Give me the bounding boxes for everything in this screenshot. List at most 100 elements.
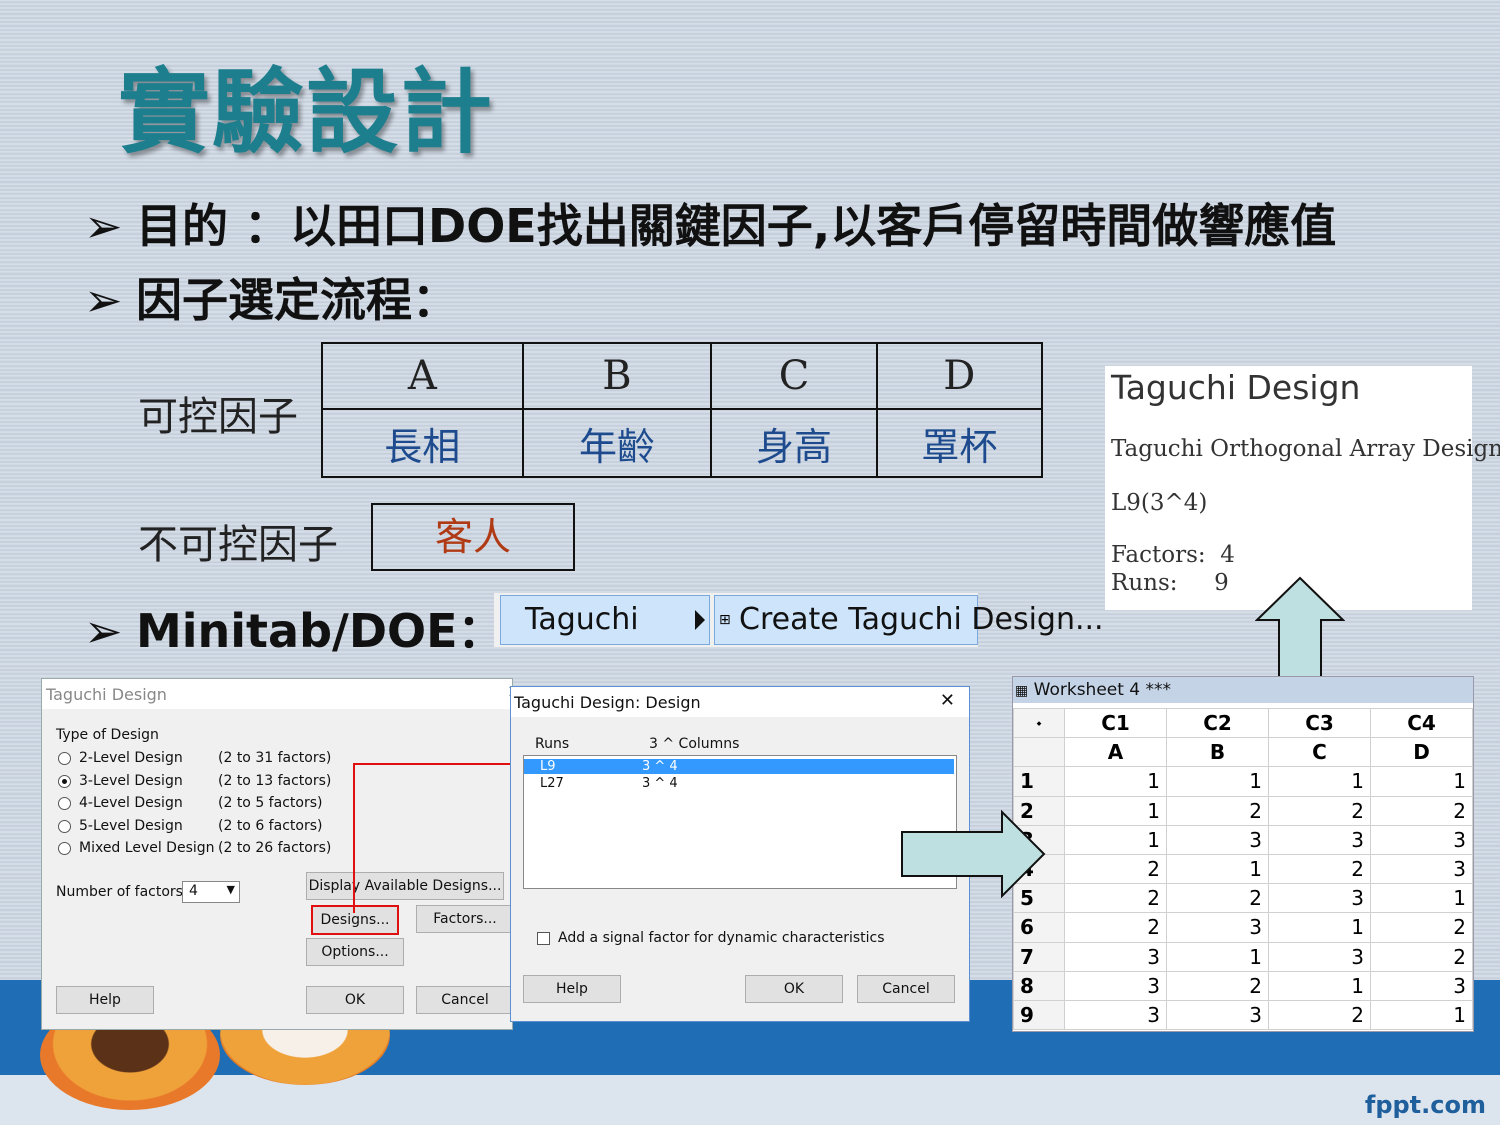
footer-brand: fppt.com: [1364, 1091, 1486, 1119]
output-runs: Runs: 9: [1111, 570, 1229, 596]
controllable-label: 可控因子: [138, 394, 298, 440]
bullet-arrow-icon: ➢: [84, 273, 123, 327]
options-button[interactable]: Options...: [306, 938, 404, 966]
data-cell[interactable]: 1: [1370, 999, 1473, 1031]
radio-icon: [58, 819, 71, 833]
ok-button[interactable]: OK: [745, 975, 843, 1003]
factor-name: 長相: [321, 408, 524, 478]
data-cell[interactable]: 2: [1166, 795, 1269, 826]
radio-icon: [58, 841, 71, 855]
factor-header: D: [875, 342, 1044, 410]
worksheet-window: ▦ Worksheet 4 *** ⬩ C1 C2 C3 C4 A B C D …: [1012, 676, 1474, 1032]
data-cell[interactable]: 2: [1268, 795, 1371, 826]
data-cell[interactable]: 1: [1064, 795, 1167, 826]
menu-item-create-taguchi-design[interactable]: ⊞ Create Taguchi Design...: [714, 595, 1104, 645]
data-cell[interactable]: 2: [1166, 883, 1269, 914]
column-name[interactable]: B: [1166, 737, 1269, 768]
help-button[interactable]: Help: [523, 975, 621, 1003]
data-cell[interactable]: 2: [1268, 853, 1371, 885]
row-number[interactable]: 6: [1013, 912, 1065, 943]
data-cell[interactable]: 2: [1064, 853, 1167, 885]
data-cell[interactable]: 2: [1268, 999, 1371, 1031]
radio-4-level[interactable]: 4-Level Design: [58, 795, 183, 811]
data-cell[interactable]: 3: [1268, 824, 1371, 855]
data-cell[interactable]: 3: [1370, 853, 1473, 885]
data-cell[interactable]: 3: [1166, 824, 1269, 855]
output-heading: Taguchi Design: [1111, 368, 1361, 407]
row-number[interactable]: 7: [1013, 941, 1065, 972]
data-cell[interactable]: 3: [1064, 941, 1167, 972]
design-row-l9[interactable]: L9 3 ^ 4: [524, 759, 954, 774]
design-icon: ⊞: [719, 612, 731, 628]
ok-button[interactable]: OK: [306, 986, 404, 1014]
signal-factor-checkbox[interactable]: Add a signal factor for dynamic characte…: [537, 930, 885, 946]
table-row: 42123: [1013, 853, 1473, 885]
bullet-factor-flow: ➢因子選定流程：: [84, 264, 458, 330]
checkbox-icon: [537, 931, 550, 945]
data-cell[interactable]: 3: [1268, 941, 1371, 972]
row-number[interactable]: 8: [1013, 970, 1065, 1001]
data-cell[interactable]: 2: [1166, 970, 1269, 1001]
radio-label: 2-Level Design: [79, 750, 183, 766]
data-cell[interactable]: 2: [1370, 795, 1473, 826]
data-cell[interactable]: 1: [1064, 766, 1167, 797]
corner-cell[interactable]: ⬩: [1013, 707, 1065, 739]
taguchi-design-design-dialog: Taguchi Design: Design ✕ Runs 3 ^ Column…: [510, 686, 970, 1022]
factors-button[interactable]: Factors...: [416, 905, 514, 933]
submenu-arrow-icon: [695, 610, 705, 630]
radio-5-level[interactable]: 5-Level Design: [58, 818, 183, 834]
data-cell[interactable]: 1: [1166, 941, 1269, 972]
column-header[interactable]: C4: [1370, 707, 1473, 739]
data-cell[interactable]: 3: [1268, 883, 1371, 914]
number-of-factors-select[interactable]: 4 ▼: [182, 881, 240, 903]
row-number[interactable]: 2: [1013, 795, 1065, 826]
data-cell[interactable]: 3: [1166, 912, 1269, 943]
data-cell[interactable]: 1: [1268, 766, 1371, 797]
data-cell[interactable]: 2: [1064, 912, 1167, 943]
data-cell[interactable]: 3: [1166, 999, 1269, 1031]
designs-list[interactable]: L9 3 ^ 4 L27 3 ^ 4: [523, 755, 957, 889]
data-cell[interactable]: 2: [1370, 941, 1473, 972]
radio-2-level[interactable]: 2-Level Design: [58, 750, 183, 766]
number-of-factors-label: Number of factors:: [56, 884, 188, 900]
worksheet-grid[interactable]: ⬩ C1 C2 C3 C4 A B C D 111112122231333421…: [1013, 707, 1473, 1031]
data-cell[interactable]: 1: [1370, 766, 1473, 797]
data-cell[interactable]: 1: [1064, 824, 1167, 855]
column-header[interactable]: C3: [1268, 707, 1371, 739]
design-row-l27[interactable]: L27 3 ^ 4: [524, 776, 954, 791]
menu-item-taguchi[interactable]: Taguchi: [500, 595, 710, 645]
data-cell[interactable]: 2: [1064, 883, 1167, 914]
data-cell[interactable]: 3: [1064, 970, 1167, 1001]
output-line2: L9(3^4): [1111, 490, 1208, 516]
data-cell[interactable]: 1: [1166, 766, 1269, 797]
name-row-header: [1013, 737, 1065, 768]
data-cell[interactable]: 3: [1064, 999, 1167, 1031]
data-cell[interactable]: 3: [1370, 970, 1473, 1001]
close-icon[interactable]: ✕: [939, 690, 955, 711]
help-button[interactable]: Help: [56, 986, 154, 1014]
row-number[interactable]: 9: [1013, 999, 1065, 1031]
display-available-designs-button[interactable]: Display Available Designs...: [306, 872, 504, 900]
data-cell[interactable]: 2: [1370, 912, 1473, 943]
column-header[interactable]: C1: [1064, 707, 1167, 739]
chevron-down-icon: ▼: [226, 883, 235, 896]
column-name[interactable]: A: [1064, 737, 1167, 768]
checkbox-label: Add a signal factor for dynamic characte…: [558, 930, 885, 946]
row-number[interactable]: 1: [1013, 766, 1065, 797]
data-cell[interactable]: 3: [1370, 824, 1473, 855]
type-of-design-label: Type of Design: [56, 727, 159, 743]
cancel-button[interactable]: Cancel: [857, 975, 955, 1003]
data-cell[interactable]: 1: [1268, 970, 1371, 1001]
cancel-button[interactable]: Cancel: [416, 986, 514, 1014]
column-header[interactable]: C2: [1166, 707, 1269, 739]
data-cell[interactable]: 1: [1370, 883, 1473, 914]
data-cell[interactable]: 1: [1166, 853, 1269, 885]
radio-mixed-level[interactable]: Mixed Level Design: [58, 840, 215, 856]
radio-3-level[interactable]: 3-Level Design: [58, 773, 183, 789]
column-name[interactable]: D: [1370, 737, 1473, 768]
radio-label: 3-Level Design: [79, 773, 183, 789]
radio-icon: [58, 796, 71, 810]
column-name[interactable]: C: [1268, 737, 1371, 768]
data-cell[interactable]: 1: [1268, 912, 1371, 943]
